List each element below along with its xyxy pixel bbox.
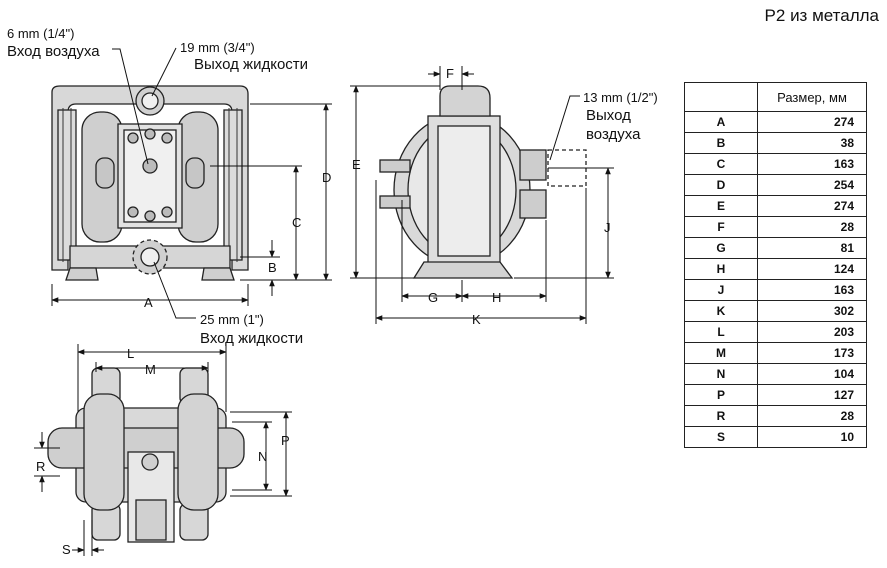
dimension-value: 81 <box>757 237 867 259</box>
dimension-value: 28 <box>757 405 867 427</box>
dimension-key: A <box>684 111 758 133</box>
dim-letter-f: F <box>446 66 454 81</box>
dimension-value: 10 <box>757 426 867 448</box>
dimension-value: 274 <box>757 195 867 217</box>
top-view <box>47 367 245 543</box>
dim-letter-s: S <box>62 542 71 557</box>
dimension-value: 302 <box>757 300 867 322</box>
dim-letter-j: J <box>604 220 611 235</box>
page-title: P2 из металла <box>764 6 879 25</box>
table-header-row: Размер, мм <box>684 82 867 112</box>
dimension-key: E <box>684 195 758 217</box>
dim-letter-a: A <box>144 295 153 310</box>
dimension-key: N <box>684 363 758 385</box>
dimension-value: 127 <box>757 384 867 406</box>
dim-letter-l: L <box>127 346 135 361</box>
dimension-key: G <box>684 237 758 259</box>
dimension-key: K <box>684 300 758 322</box>
table-header-size: Размер, мм <box>757 82 867 112</box>
dim-letter-g: G <box>428 290 439 305</box>
fluid-outlet-label: Выход жидкости <box>194 56 309 73</box>
dimension-key: S <box>684 426 758 448</box>
dim-letter-h: H <box>492 290 502 305</box>
dimension-key: L <box>684 321 758 343</box>
dimension-value: 203 <box>757 321 867 343</box>
front-view <box>51 85 249 281</box>
dimension-value: 254 <box>757 174 867 196</box>
top-dimensions <box>34 344 292 556</box>
dim-letter-r: R <box>36 459 46 474</box>
air-outlet-label-line1: Выход <box>586 107 631 124</box>
dim-letter-d: D <box>322 170 332 185</box>
dimension-key: R <box>684 405 758 427</box>
air-outlet-size: 13 mm (1/2") <box>583 90 658 105</box>
fluid-outlet-size: 19 mm (3/4") <box>180 40 255 55</box>
dim-letter-b: B <box>268 260 277 275</box>
dimension-value: 104 <box>757 363 867 385</box>
fluid-inlet-label: Вход жидкости <box>200 330 304 347</box>
dimension-key: C <box>684 153 758 175</box>
dimension-key: M <box>684 342 758 364</box>
air-inlet-size: 6 mm (1/4") <box>7 26 75 41</box>
table-header-empty <box>684 82 758 112</box>
dim-letter-e: E <box>352 157 361 172</box>
dimension-value: 163 <box>757 153 867 175</box>
dimension-value: 38 <box>757 132 867 154</box>
dimension-key: H <box>684 258 758 280</box>
dimension-key: F <box>684 216 758 238</box>
dimension-value: 163 <box>757 279 867 301</box>
dimension-value: 124 <box>757 258 867 280</box>
dim-letter-k: K <box>472 312 481 327</box>
dimension-key: J <box>684 279 758 301</box>
dimension-value: 28 <box>757 216 867 238</box>
side-dimensions <box>350 66 614 324</box>
air-outlet-label-line2: воздуха <box>586 126 641 143</box>
dim-letter-c: C <box>292 215 302 230</box>
dimension-key: D <box>684 174 758 196</box>
dimension-value: 274 <box>757 111 867 133</box>
dim-letter-p: P <box>281 433 290 448</box>
dim-letter-n: N <box>258 449 268 464</box>
dimension-value: 173 <box>757 342 867 364</box>
dim-letter-m: M <box>145 362 156 377</box>
air-inlet-label: Вход воздуха <box>7 43 100 60</box>
fluid-inlet-size: 25 mm (1") <box>200 312 264 327</box>
dimension-key: P <box>684 384 758 406</box>
side-view <box>379 85 587 279</box>
dimension-key: B <box>684 132 758 154</box>
front-dimensions <box>51 47 332 319</box>
